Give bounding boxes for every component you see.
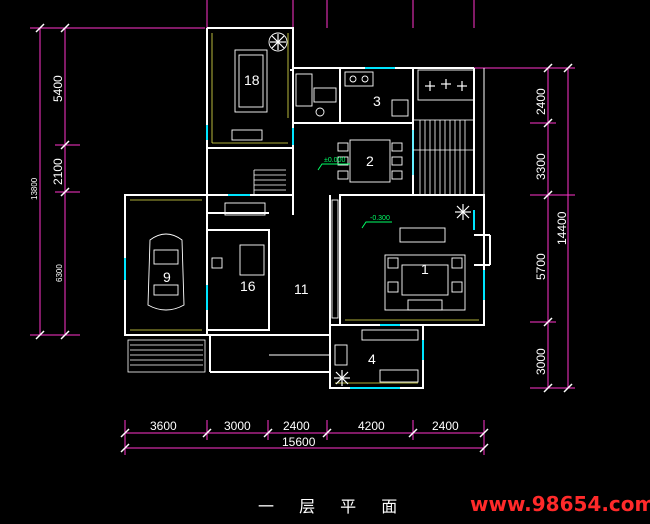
dim-bottom-1: 3600 (150, 419, 177, 433)
dim-right-3: 5700 (534, 253, 548, 280)
dimension-lines (30, 0, 575, 455)
dim-left-3: 6300 (55, 264, 64, 282)
level-markers (317, 163, 392, 229)
room-label-9: 9 (163, 269, 171, 285)
level-label-floor: ±0.000 (324, 157, 345, 164)
stairs (127, 119, 475, 373)
dim-bottom-2: 3000 (224, 419, 251, 433)
room-label-11: 11 (294, 281, 309, 297)
dim-bottom-4: 4200 (358, 419, 385, 433)
dim-right-2: 3300 (534, 153, 548, 180)
room-label-3: 3 (373, 93, 381, 109)
dim-right-1: 2400 (534, 88, 548, 115)
room-label-18: 18 (244, 72, 260, 88)
site-watermark: www.98654.com (470, 492, 650, 516)
dim-bottom-total: 15600 (282, 435, 316, 449)
dimension-ticks (35, 23, 573, 453)
room-label-1: 1 (421, 261, 429, 277)
furniture (147, 32, 475, 383)
dim-bottom-5: 2400 (432, 419, 459, 433)
dim-bottom-3: 2400 (283, 419, 310, 433)
dim-left-1: 5400 (51, 75, 65, 102)
plants (270, 34, 471, 386)
dim-right-4: 3000 (534, 348, 548, 375)
inner-lines (130, 33, 479, 384)
room-label-2: 2 (366, 153, 374, 169)
dim-left-2: 2100 (51, 158, 65, 185)
dim-left-total: 13800 (30, 177, 39, 200)
plan-title: 一 层 平 面 (258, 497, 407, 516)
room-label-4: 4 (368, 351, 376, 367)
room-label-16: 16 (240, 278, 256, 294)
level-label-living: -0.300 (370, 215, 390, 222)
dim-right-total: 14400 (555, 211, 569, 245)
